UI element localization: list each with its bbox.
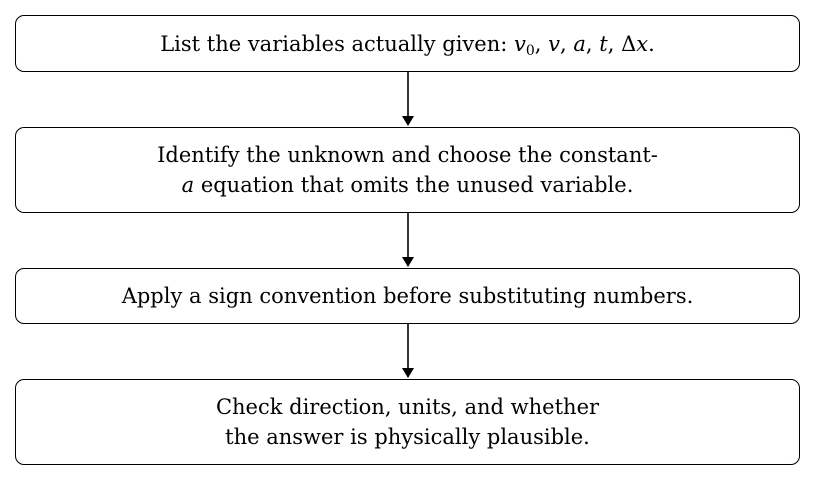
var-v0: v0 <box>513 31 535 59</box>
step-1-suffix: . <box>648 31 655 56</box>
step-1-text: List the variables actually given: v0, v… <box>160 29 655 59</box>
var-v0-subscript: 0 <box>525 42 535 59</box>
step-2-line-1: Identify the unknown and choose the cons… <box>157 143 658 167</box>
step-1-box: List the variables actually given: v0, v… <box>15 15 800 72</box>
var-v: v <box>548 31 561 56</box>
step-3-box: Apply a sign convention before substitut… <box>15 268 800 324</box>
step-4-line-1: Check direction, units, and whether <box>215 395 600 419</box>
var-a: a <box>573 31 586 56</box>
step-2-line-2-rest: equation that omits the unused variable. <box>194 173 634 197</box>
delta-symbol: Δ <box>621 31 637 56</box>
separator: , <box>585 31 600 56</box>
step-4-line-2: the answer is physically plausible. <box>225 425 590 449</box>
var-t: t <box>599 31 608 56</box>
step-2-line-2: a equation that omits the unused variabl… <box>182 170 634 200</box>
var-x: x <box>636 31 649 56</box>
step-1-prefix: List the variables actually given: <box>160 31 514 56</box>
separator: , <box>607 31 622 56</box>
step-4-box: Check direction, units, and whether the … <box>15 379 800 465</box>
separator: , <box>534 31 549 56</box>
step-2-box: Identify the unknown and choose the cons… <box>15 127 800 213</box>
var-v0-base: v <box>513 31 526 56</box>
step-3-text: Apply a sign convention before substitut… <box>121 284 694 308</box>
separator: , <box>560 31 574 56</box>
var-a: a <box>181 173 195 197</box>
